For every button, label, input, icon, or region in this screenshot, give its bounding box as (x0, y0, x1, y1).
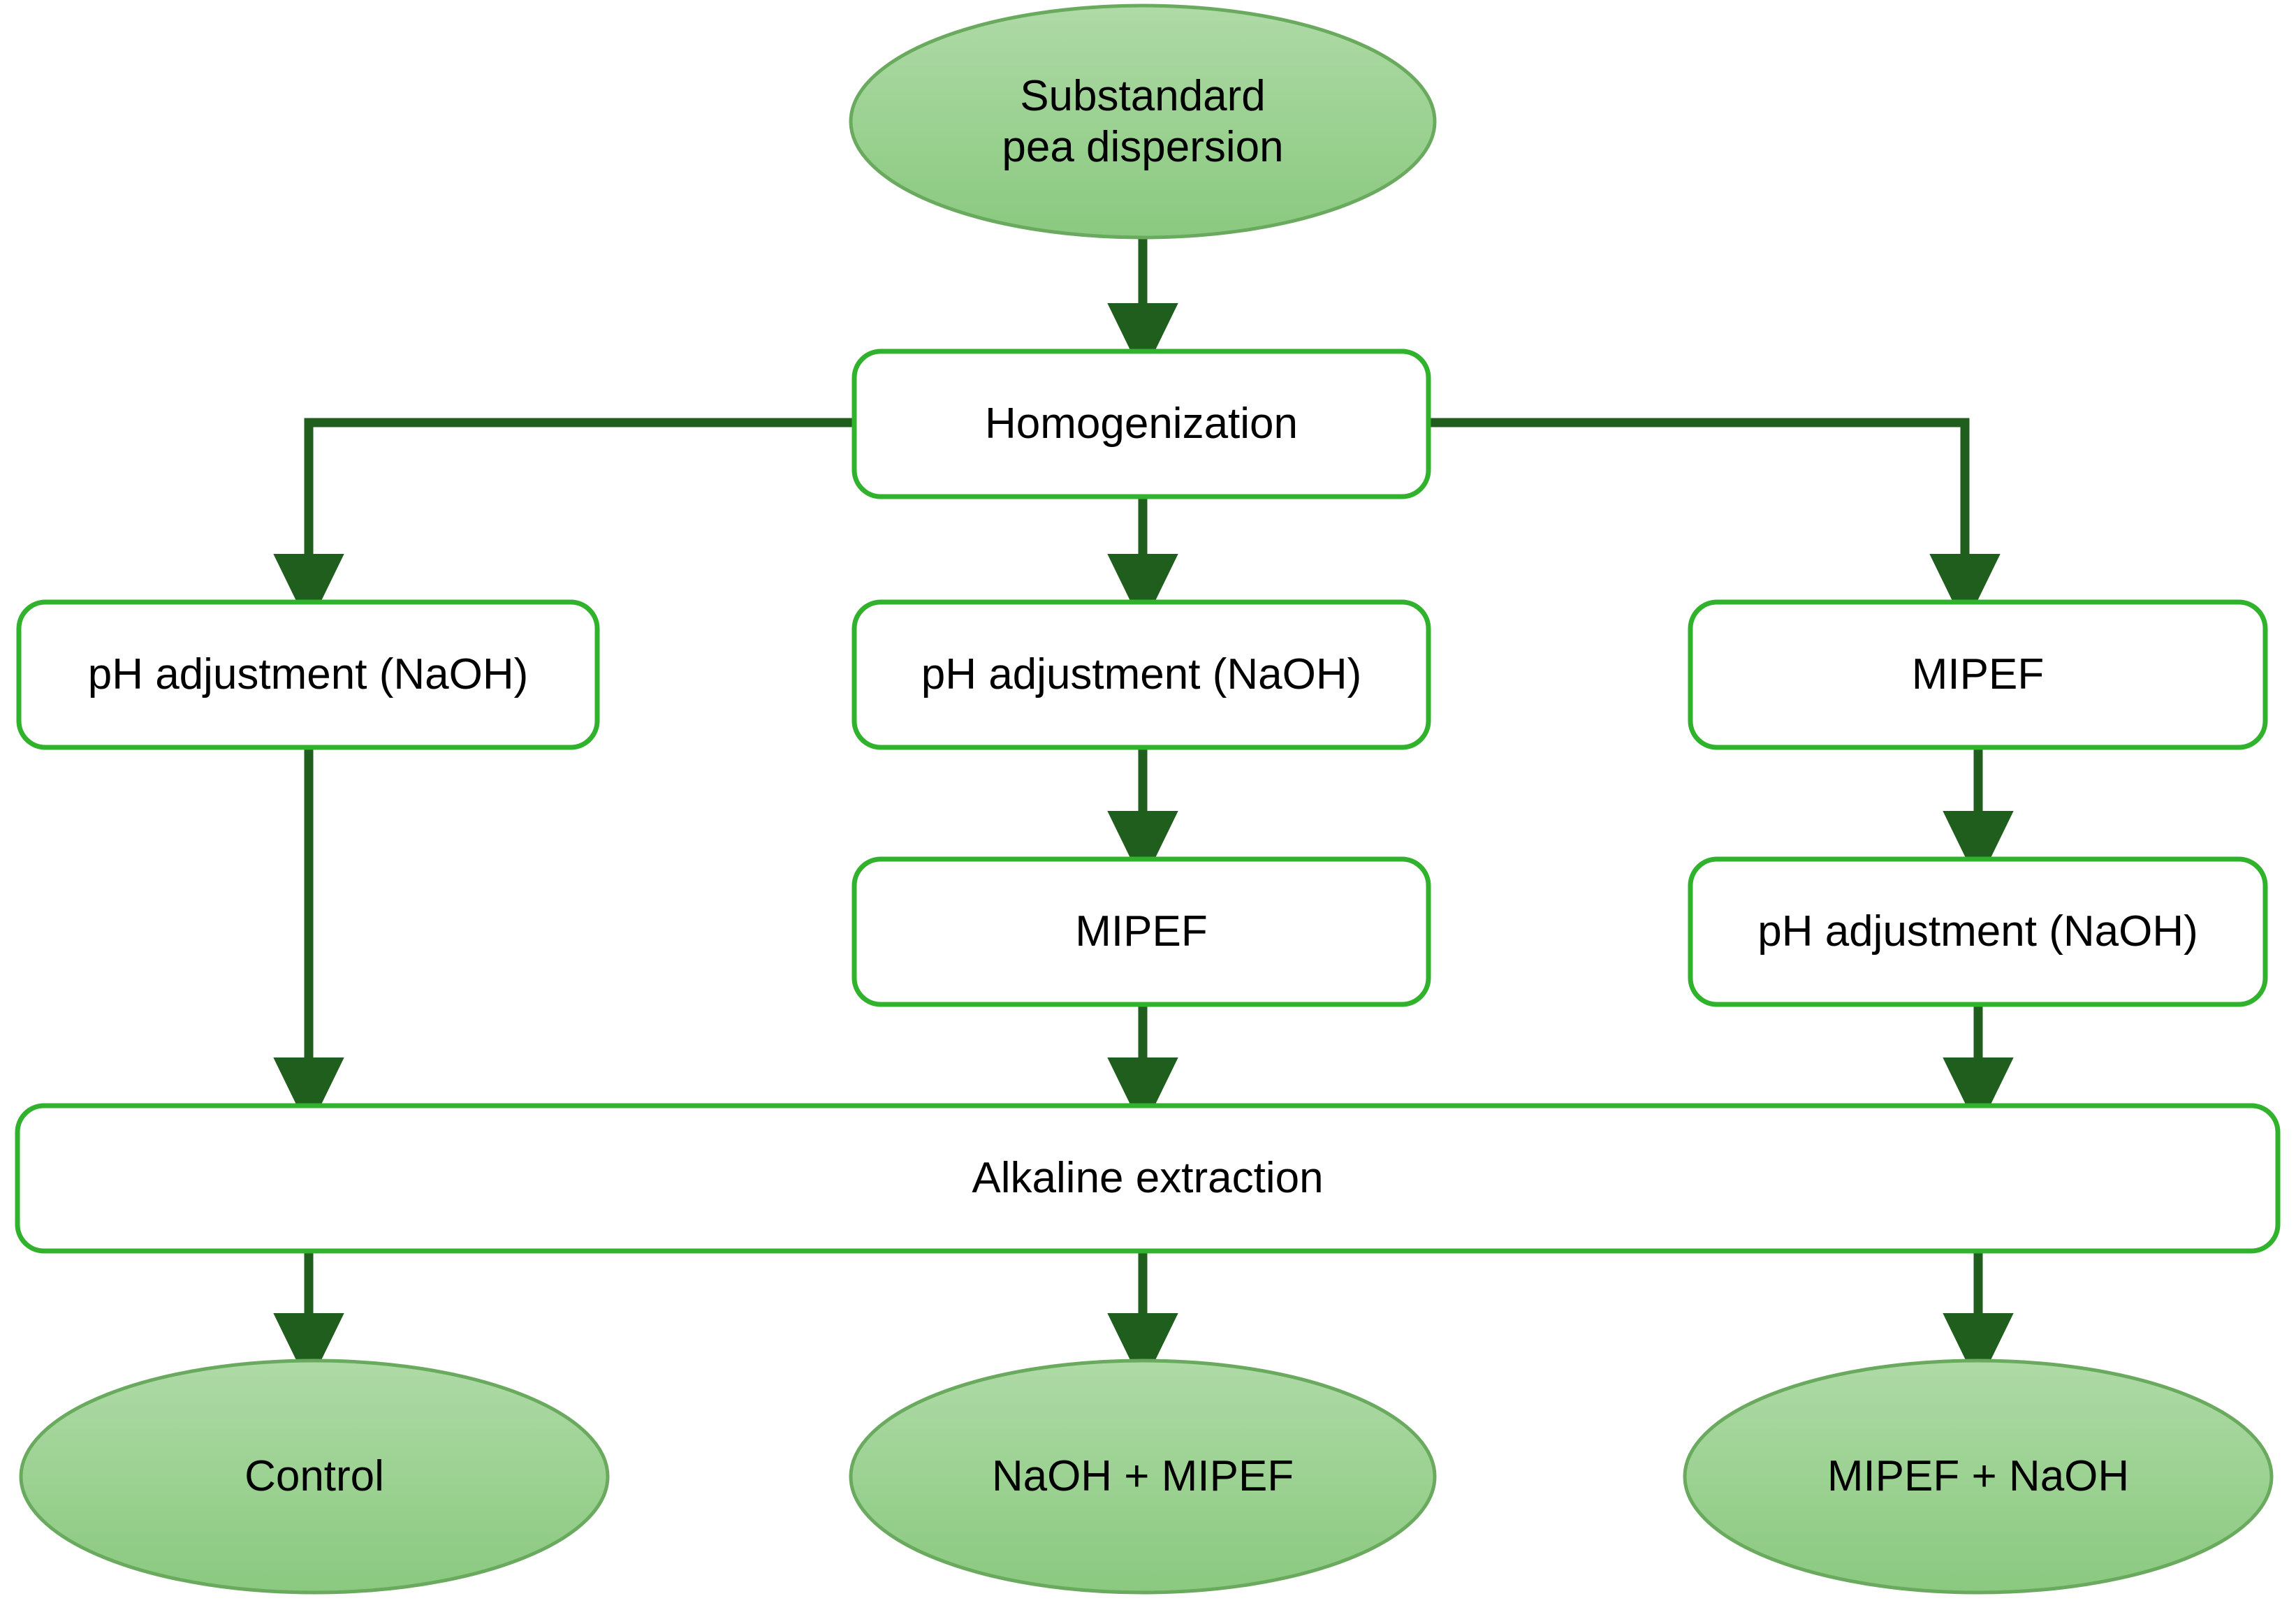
shape-mipef-middle[interactable] (851, 856, 1431, 1007)
shape-homogenization[interactable] (851, 349, 1431, 499)
shape-naoh-plus-mipef[interactable] (849, 1359, 1437, 1595)
shape-control[interactable] (19, 1359, 610, 1595)
connector-homogenization-to-mipef-right (1428, 418, 2001, 627)
connector-group (273, 230, 2014, 1386)
shape-ph-adjustment-left[interactable] (16, 599, 600, 750)
connector-homogenization-to-ph-left (273, 418, 854, 627)
shape-ph-adjustment-middle[interactable] (851, 599, 1431, 750)
shape-substandard-pea-dispersion[interactable] (849, 3, 1437, 240)
shape-ph-adjustment-right[interactable] (1688, 856, 2268, 1007)
shape-mipef-plus-naoh[interactable] (1683, 1359, 2274, 1595)
shape-mipef-right[interactable] (1688, 599, 2268, 750)
shape-alkaline-extraction[interactable] (15, 1103, 2281, 1254)
